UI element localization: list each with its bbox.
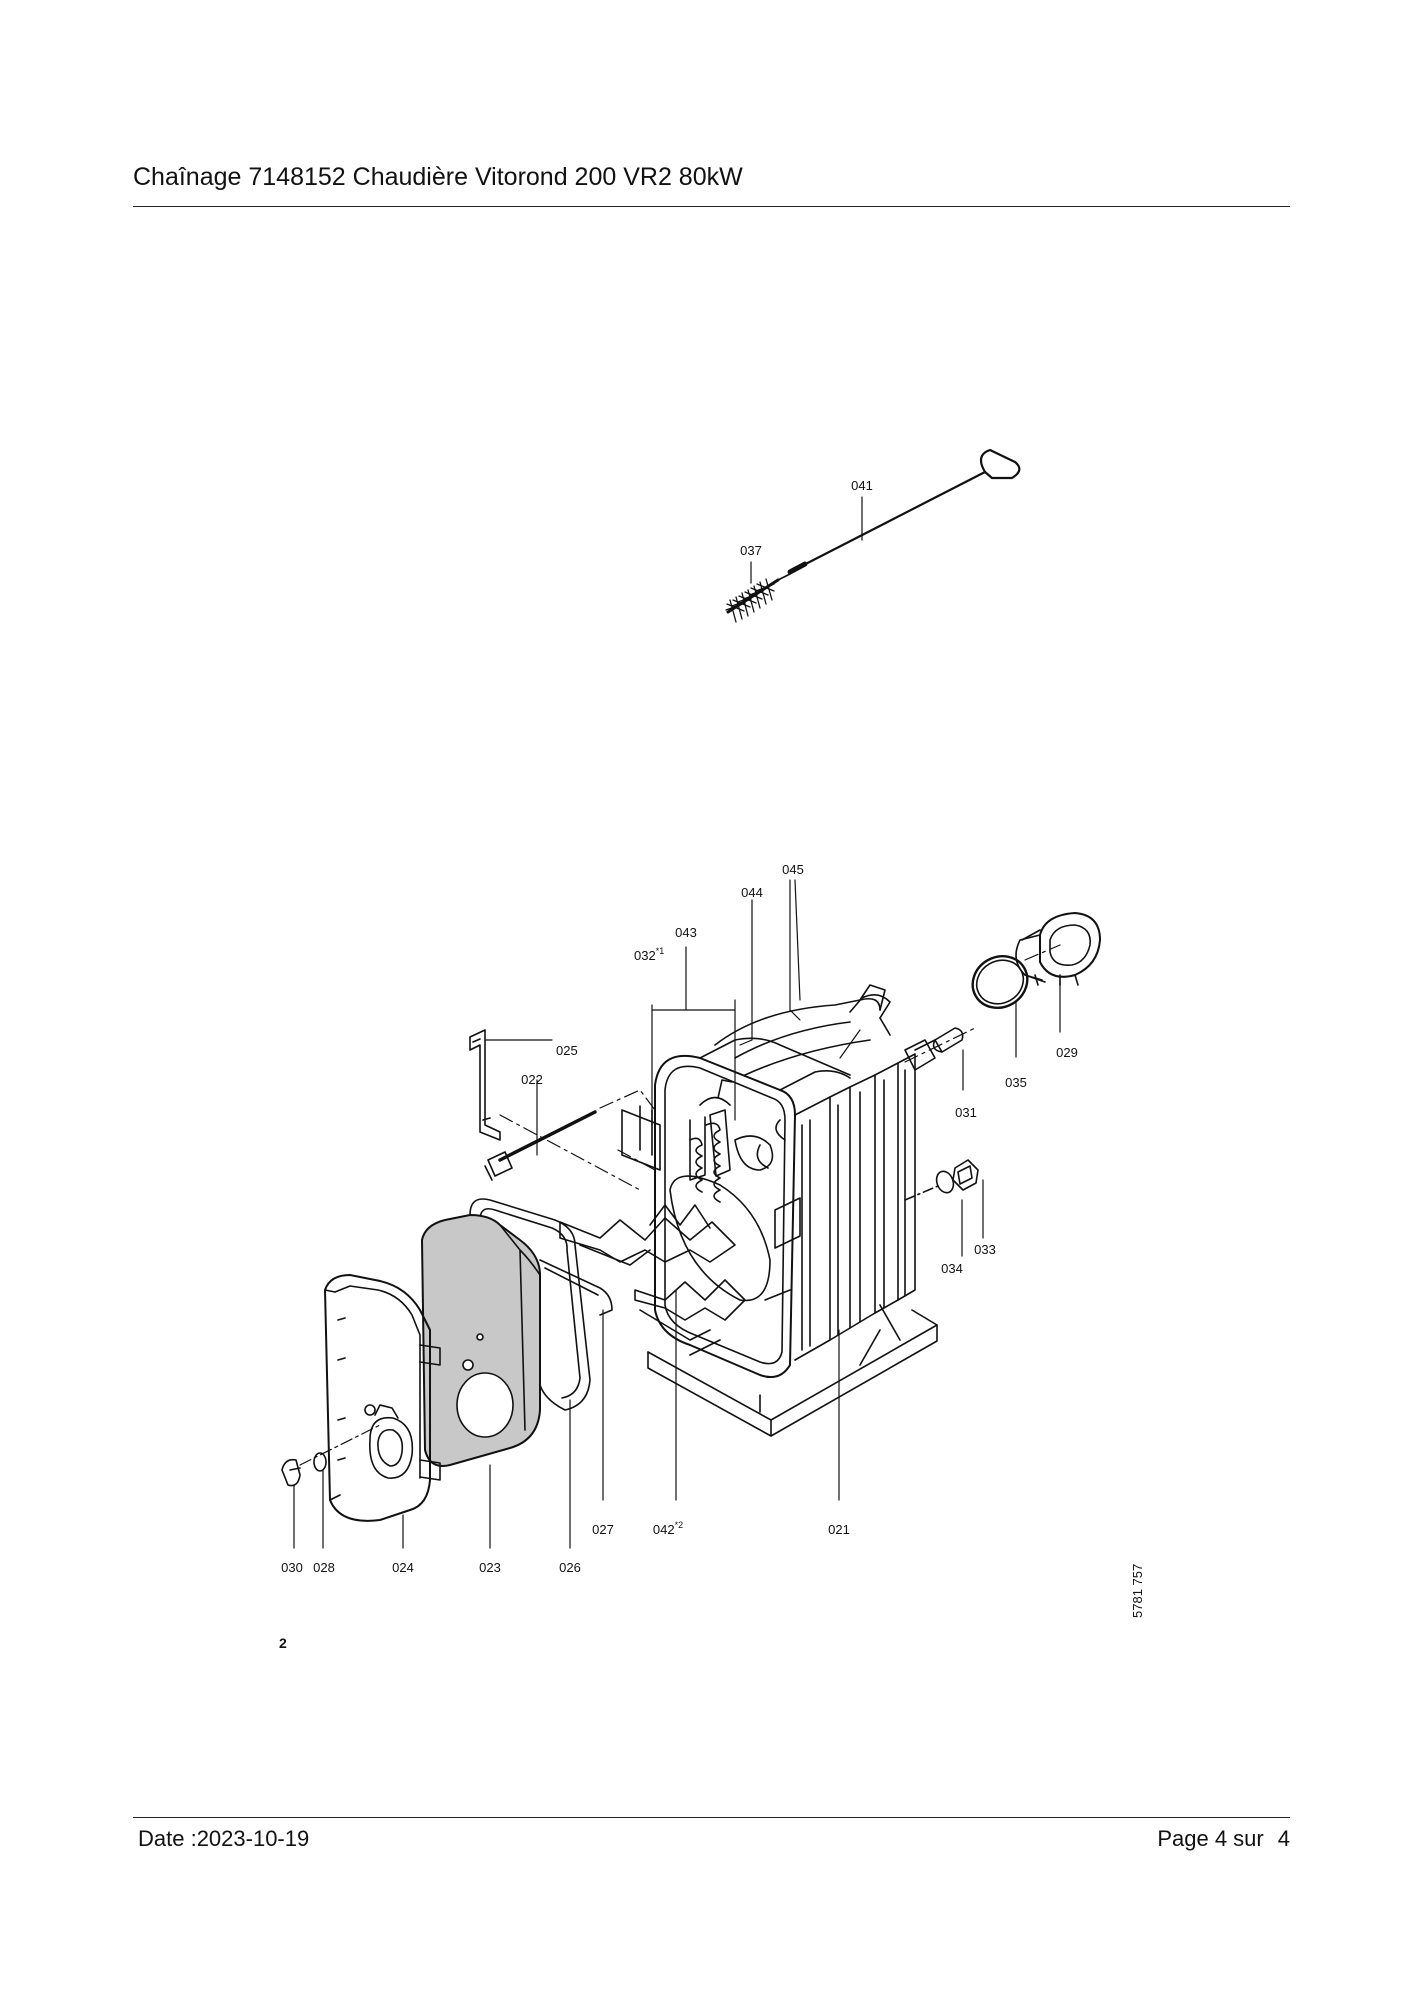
tie-bolt [484, 1110, 597, 1181]
callout-033: 033 [974, 1242, 996, 1257]
footer-rule [133, 1817, 1290, 1818]
boiler-door [324, 1274, 441, 1522]
callout-027: 027 [592, 1522, 614, 1537]
base-frame [647, 1304, 938, 1437]
callout-043: 043 [675, 925, 697, 940]
drawing-reference-number: 5781 757 [1130, 1564, 1145, 1618]
callout-025: 025 [556, 1043, 578, 1058]
page-total: 4 [1277, 1826, 1290, 1851]
page-title: Chaînage 7148152 Chaudière Vitorond 200 … [133, 163, 743, 191]
callout-024: 024 [392, 1560, 414, 1575]
cleaning-brush [725, 573, 791, 623]
baffle-plates [559, 1204, 746, 1341]
door-seals [469, 1198, 613, 1411]
callout-026: 026 [559, 1560, 581, 1575]
footer-date: Date :2023-10-19 [138, 1826, 310, 1851]
callout-021: 021 [828, 1522, 850, 1537]
callout-labels: 041 037 045 044 043 032*1 025 022 035 02… [279, 478, 1145, 1651]
header-rule [133, 206, 1290, 207]
callout-023: 023 [479, 1560, 501, 1575]
drain-plug [904, 1159, 979, 1201]
callout-045: 045 [782, 862, 804, 877]
callout-044: 044 [741, 885, 763, 900]
cleaning-rod [787, 448, 1021, 575]
o-ring [971, 955, 1029, 1009]
callout-034: 034 [941, 1261, 963, 1276]
callout-029: 029 [1056, 1045, 1078, 1060]
burner-flange [1015, 912, 1101, 986]
figure-number: 2 [279, 1635, 287, 1651]
callout-037: 037 [740, 543, 762, 558]
callout-022: 022 [521, 1072, 543, 1087]
callout-035: 035 [1005, 1075, 1027, 1090]
boiler-body [654, 984, 936, 1378]
callout-041: 041 [851, 478, 873, 493]
sight-glass [281, 1424, 381, 1487]
callout-031: 031 [955, 1105, 977, 1120]
door-insulation [421, 1214, 541, 1467]
callout-030: 030 [281, 1560, 303, 1575]
footer-page-number: Page 4 sur 4 [1157, 1826, 1290, 1852]
callout-028: 028 [313, 1560, 335, 1575]
sensor-well [914, 1027, 964, 1053]
page-label: Page 4 sur [1157, 1826, 1264, 1851]
callout-042: 042*2 [653, 1520, 683, 1537]
bracket [469, 1029, 501, 1141]
callout-032: 032*1 [634, 946, 664, 963]
